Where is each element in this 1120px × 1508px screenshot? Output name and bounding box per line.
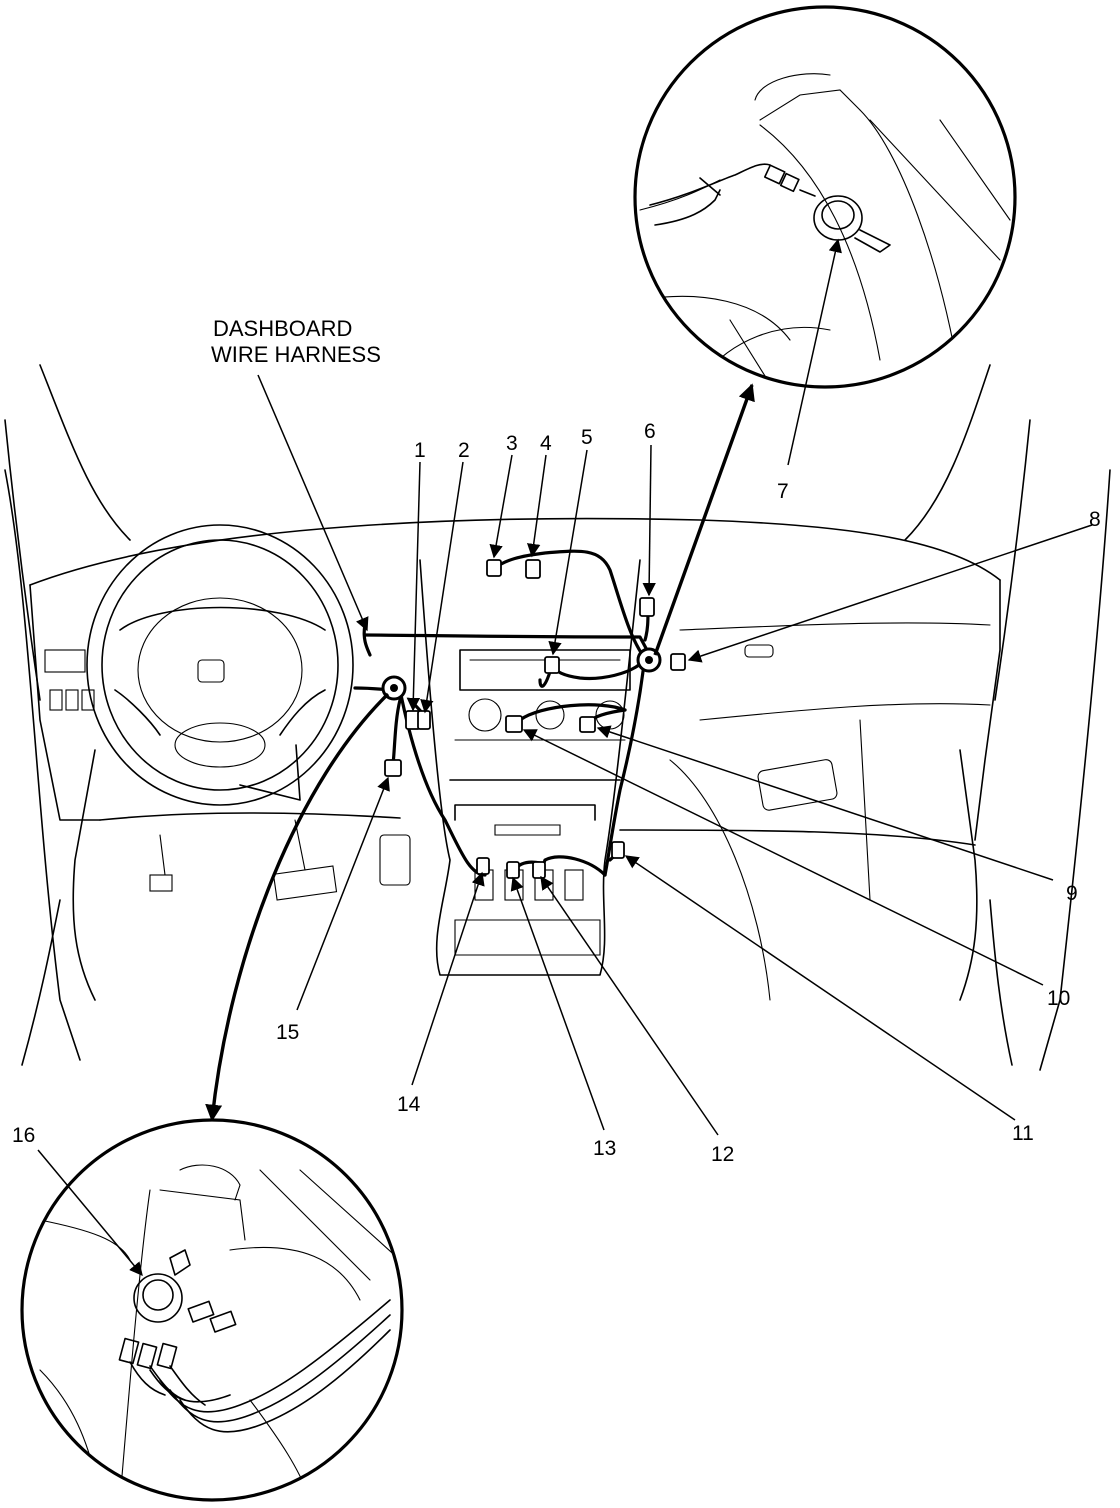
callout-leaders [257, 374, 1093, 1136]
detail-view-top [633, 5, 1017, 466]
detail-arrows [205, 383, 755, 1122]
callout-8: 8 [1089, 508, 1101, 531]
harness-label-line1: DASHBOARD [213, 316, 352, 341]
callout-5: 5 [581, 426, 593, 449]
callout-7: 7 [777, 480, 789, 503]
callout-10: 10 [1047, 987, 1070, 1010]
steering-wheel [86, 524, 354, 806]
harness-connectors [384, 559, 686, 879]
harness-label-line2: WIRE HARNESS [211, 342, 381, 367]
callout-14: 14 [397, 1093, 421, 1116]
callout-2: 2 [458, 439, 470, 462]
callout-numbers: 1 2 3 4 5 6 7 8 9 10 11 12 13 14 15 16 [12, 420, 1101, 1166]
callout-15: 15 [276, 1021, 299, 1044]
callout-6: 6 [644, 420, 656, 443]
harness-label: DASHBOARD WIRE HARNESS [211, 316, 381, 367]
callout-4: 4 [540, 432, 552, 455]
vehicle-body-outline [4, 364, 1111, 1071]
callout-13: 13 [593, 1137, 616, 1160]
callout-3: 3 [506, 432, 518, 455]
callout-9: 9 [1066, 882, 1078, 905]
callout-11: 11 [1012, 1122, 1034, 1145]
detail-view-bottom [20, 1118, 404, 1502]
dashboard-wire-harness [353, 549, 650, 877]
callout-12: 12 [711, 1143, 734, 1166]
harness-grommets [381, 647, 662, 701]
callout-16: 16 [12, 1124, 35, 1147]
callout-1: 1 [414, 439, 426, 462]
